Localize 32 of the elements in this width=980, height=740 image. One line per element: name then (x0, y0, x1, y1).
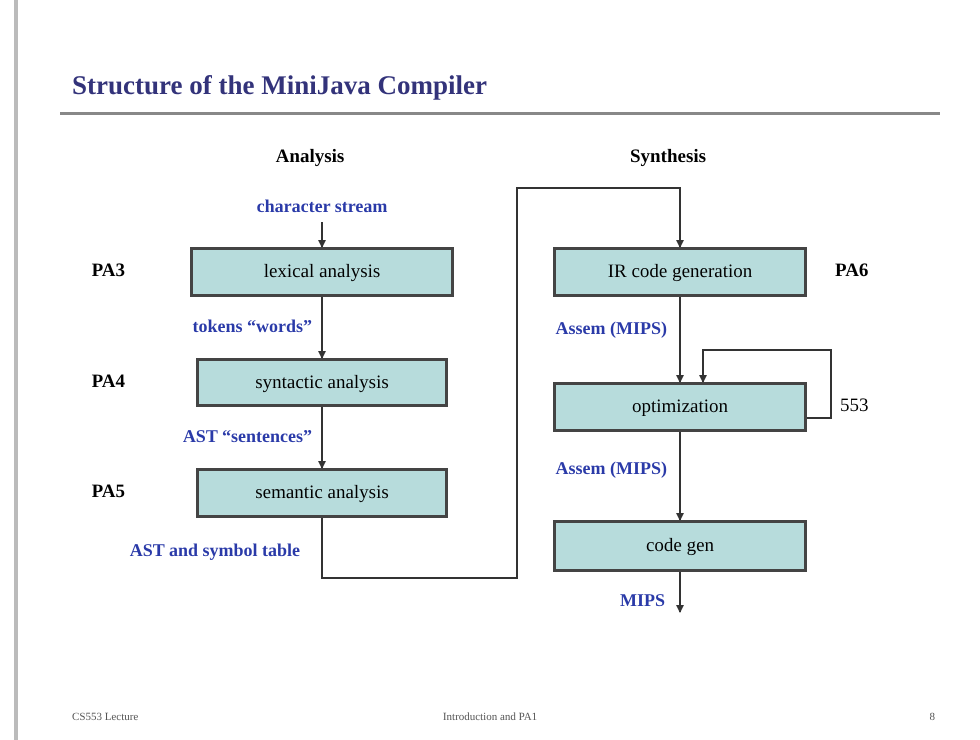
edge-label: Assem (MIPS) (556, 458, 667, 479)
process-box: code gen (553, 520, 807, 572)
arrow (699, 349, 832, 419)
loop-label: 553 (840, 395, 868, 417)
arrow (676, 432, 684, 521)
process-box: optimization (553, 382, 807, 432)
process-box: syntactic analysis (196, 358, 448, 407)
footer-text: CS553 Lecture (72, 711, 138, 723)
process-box: IR code generation (553, 247, 807, 297)
assignment-label: PA3 (92, 260, 125, 282)
assignment-label: PA5 (92, 481, 125, 503)
process-box: lexical analysis (190, 247, 454, 297)
column-heading: Synthesis (630, 146, 706, 168)
arrow (318, 222, 326, 248)
page-number: 8 (930, 711, 935, 723)
column-heading: Analysis (276, 146, 344, 168)
assignment-label: PA4 (92, 371, 125, 393)
edge-label: MIPS (620, 590, 665, 611)
arrow (321, 187, 684, 579)
edge-label: tokens “words” (192, 316, 312, 337)
assignment-label: PA6 (835, 260, 868, 282)
edge-label: character stream (256, 196, 388, 217)
edge-label: AST “sentences” (182, 426, 312, 447)
edge-label: Assem (MIPS) (556, 318, 667, 339)
process-box: semantic analysis (196, 468, 448, 518)
arrow (318, 407, 326, 469)
arrow (676, 297, 684, 383)
edge-label: AST and symbol table (130, 540, 300, 561)
arrow (318, 297, 326, 359)
slide-title: Structure of the MiniJava Compiler (72, 70, 487, 101)
footer-text: Introduction and PA1 (442, 711, 538, 723)
arrow (676, 572, 684, 613)
